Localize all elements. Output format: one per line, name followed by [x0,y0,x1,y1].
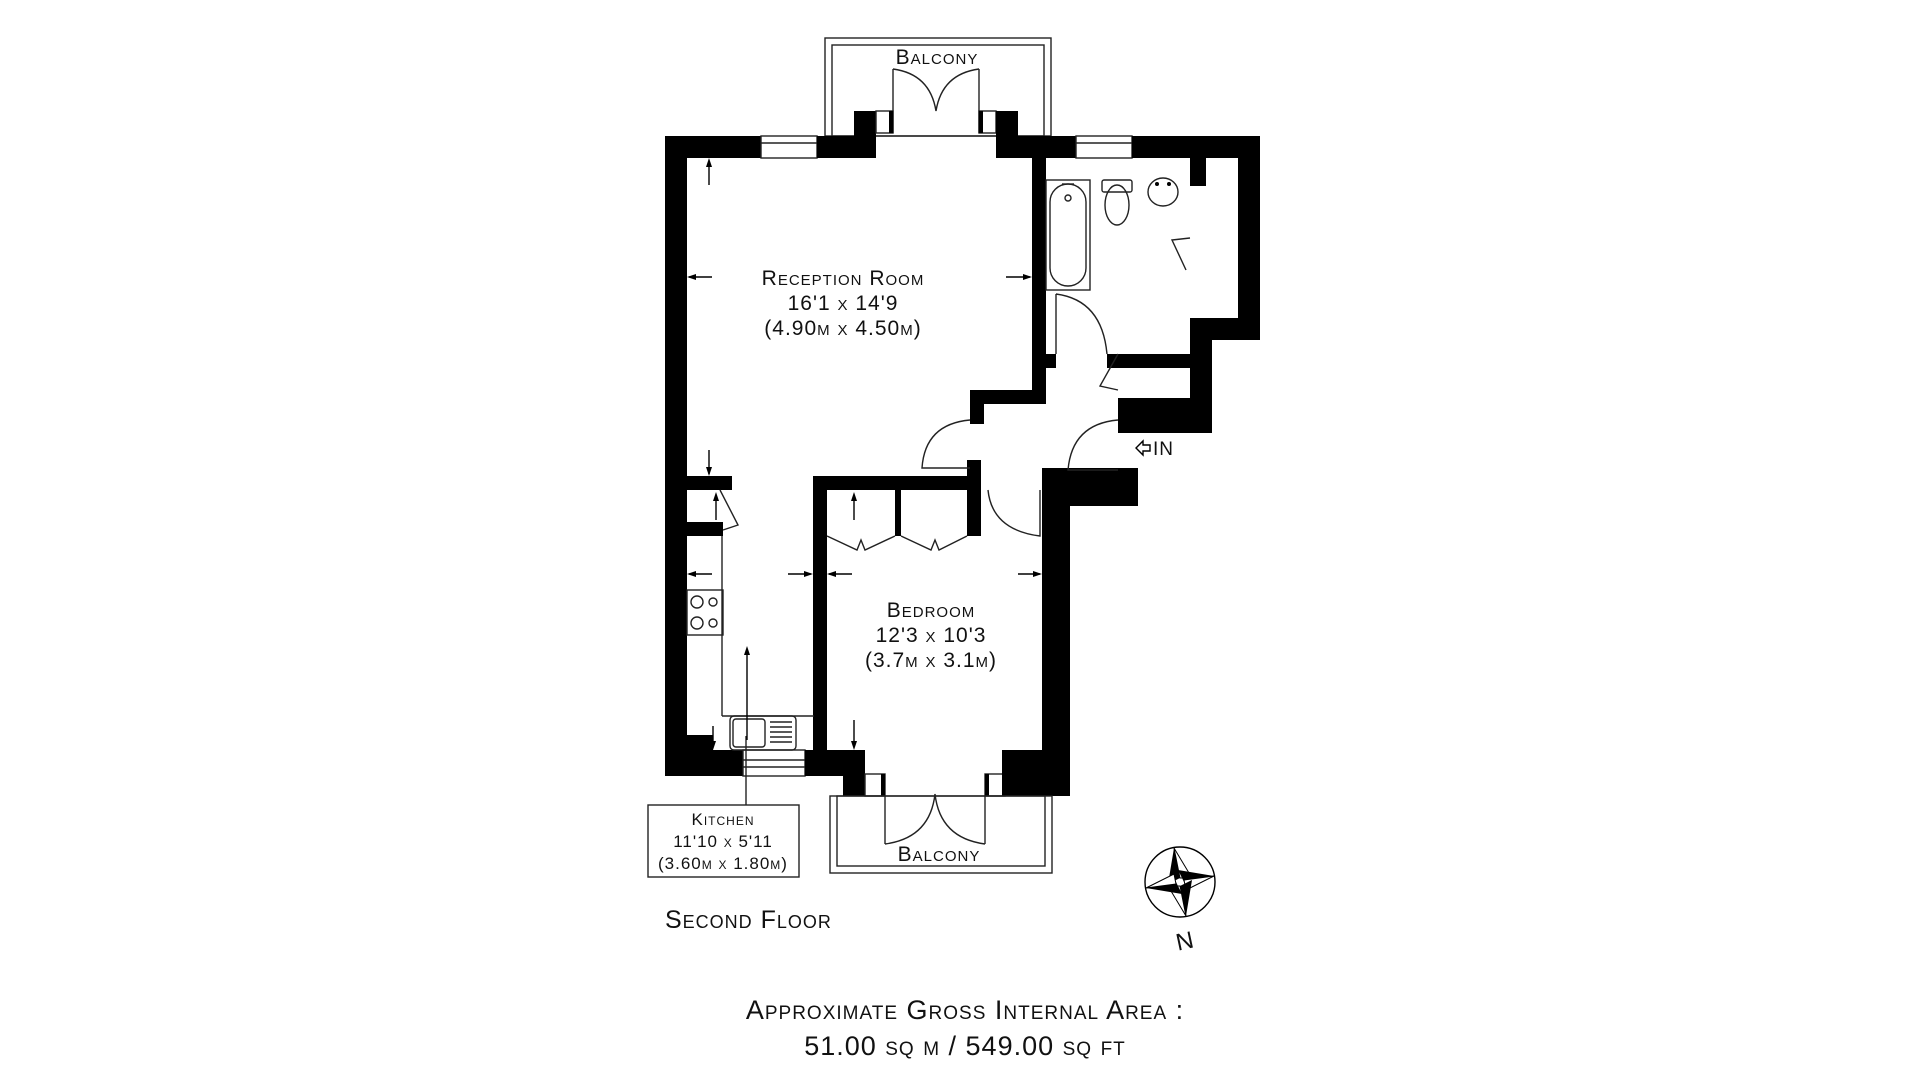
area-value: 51.00 sq m / 549.00 sq ft [804,1031,1126,1061]
reception-room-label: Reception Room 16'1 x 14'9 (4.90m x 4.50… [762,267,925,340]
bedroom-name: Bedroom [887,599,976,622]
kitchen-dim-metric: (3.60m x 1.80m) [658,854,788,873]
washbasin-icon [1147,177,1179,207]
reception-room-dim-imperial: 16'1 x 14'9 [788,292,899,315]
bathroom-fixtures [1045,177,1179,291]
reception-room-name: Reception Room [762,267,925,290]
kitchen-name: Kitchen [691,810,754,829]
balcony-bottom: Balcony [829,793,1053,874]
kitchen-fixtures [686,536,814,805]
floor-title: Second Floor [665,906,832,934]
kitchen-dim-imperial: 11'10 x 5'11 [673,832,773,851]
area-title: Approximate Gross Internal Area : [746,995,1184,1025]
hob-icon [686,589,724,636]
entrance-marker: IN [1135,439,1174,460]
compass-north-label: N [1174,926,1198,956]
walls [665,110,1260,797]
arrow-left-icon [1135,439,1151,457]
balcony-top-label: Balcony [896,46,979,69]
bedroom-dim-metric: (3.7m x 3.1m) [865,649,997,672]
entrance-label: IN [1153,439,1174,460]
dimension-arrows [687,158,1042,750]
balcony-bottom-label: Balcony [898,843,981,866]
compass-rose-icon: N [1144,846,1216,957]
door-swings [719,237,1191,551]
bedroom-label: Bedroom 12'3 x 10'3 (3.7m x 3.1m) [865,599,997,672]
bedroom-dim-imperial: 12'3 x 10'3 [876,624,987,647]
sink-icon [729,715,797,751]
kitchen-label-box: Kitchen 11'10 x 5'11 (3.60m x 1.80m) [647,804,800,878]
toilet-icon [1101,179,1133,226]
reception-room-dim-metric: (4.90m x 4.50m) [764,317,921,340]
